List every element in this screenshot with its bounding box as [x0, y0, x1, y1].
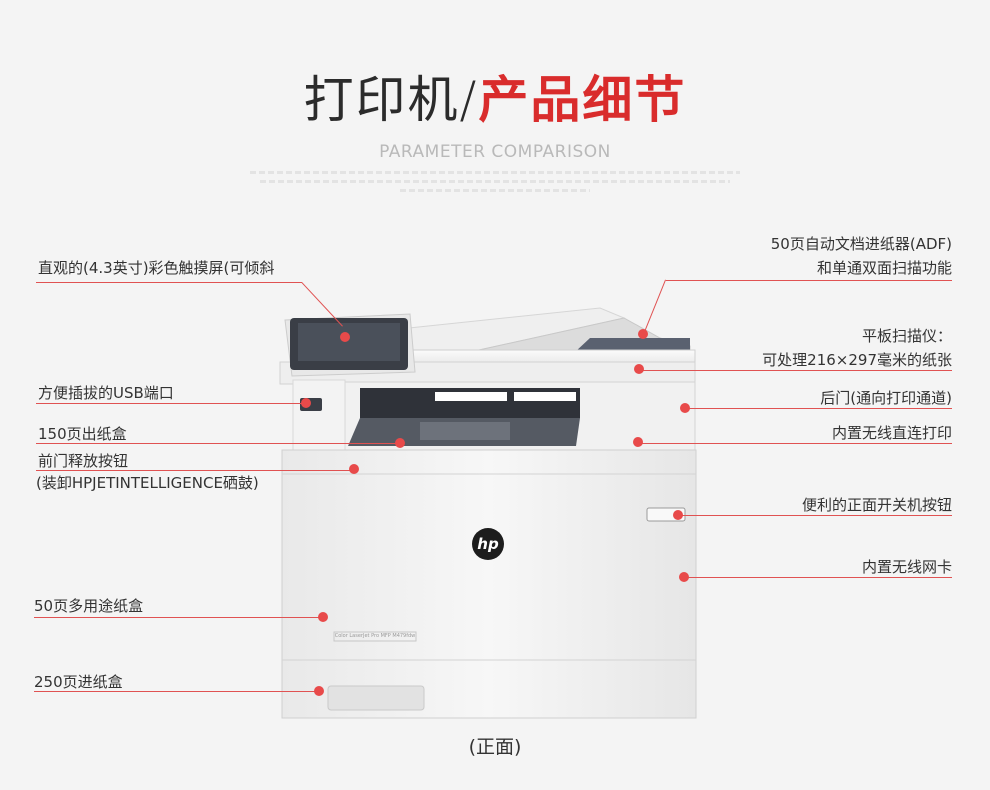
printer-illustration	[279, 307, 697, 719]
callout-line	[638, 443, 952, 444]
hp-logo: hp	[477, 535, 499, 553]
callout-dot	[634, 364, 644, 374]
callout-dot	[301, 398, 311, 408]
callout-line	[639, 370, 952, 371]
callout-line	[36, 443, 400, 444]
view-caption: (正面)	[468, 736, 522, 758]
decorative-fine-text	[250, 171, 740, 174]
callout-dot	[680, 403, 690, 413]
callout-main-tray: 250页进纸盒	[34, 673, 123, 691]
callout-line	[36, 403, 306, 404]
callout-adf-2: 和单通双面扫描功能	[816, 259, 952, 277]
callout-dot	[340, 332, 350, 342]
callout-line	[666, 280, 952, 281]
callout-dot	[395, 438, 405, 448]
decorative-fine-text	[400, 189, 590, 192]
callout-front-door-1: 前门释放按钮	[38, 452, 129, 470]
callout-flatbed-1: 平板扫描仪：	[861, 327, 952, 345]
page-subtitle: PARAMETER COMPARISON	[379, 142, 611, 162]
callout-line	[36, 282, 302, 283]
callout-dot	[314, 686, 324, 696]
callout-line	[685, 408, 952, 409]
title-part1: 打印机/	[303, 71, 479, 129]
callout-line	[678, 515, 952, 516]
callout-dot	[318, 612, 328, 622]
callout-dot	[349, 464, 359, 474]
callout-power-button: 便利的正面开关机按钮	[801, 496, 952, 514]
callout-wireless-card: 内置无线网卡	[861, 558, 952, 576]
callout-line	[36, 470, 354, 471]
callout-usb: 方便插拔的USB端口	[38, 384, 174, 402]
callout-touchscreen: 直观的(4.3英寸)彩色触摸屏(可倾斜	[38, 259, 275, 277]
callout-dot	[638, 329, 648, 339]
page-title: 打印机/产品细节	[0, 70, 990, 130]
title-part2: 产品细节	[478, 71, 687, 129]
model-label: Color LaserJet Pro MFP M479fdw	[334, 633, 416, 639]
callout-mp-tray: 50页多用途纸盒	[34, 597, 144, 615]
callout-front-door-2: (装卸HPJETINTELLIGENCE硒鼓)	[36, 474, 259, 492]
callout-dot	[679, 572, 689, 582]
callout-flatbed-2: 可处理216×297毫米的纸张	[762, 351, 952, 369]
callout-line	[684, 577, 952, 578]
callout-adf-1: 50页自动文档进纸器(ADF)	[770, 235, 952, 253]
callout-rear-door: 后门(通向打印通道)	[820, 389, 952, 407]
callout-line	[34, 617, 323, 618]
callout-dot	[633, 437, 643, 447]
callout-wireless-direct: 内置无线直连打印	[831, 424, 952, 442]
callout-line	[34, 691, 319, 692]
decorative-fine-text	[260, 180, 730, 183]
callout-dot	[673, 510, 683, 520]
callout-output-tray: 150页出纸盒	[38, 425, 127, 443]
